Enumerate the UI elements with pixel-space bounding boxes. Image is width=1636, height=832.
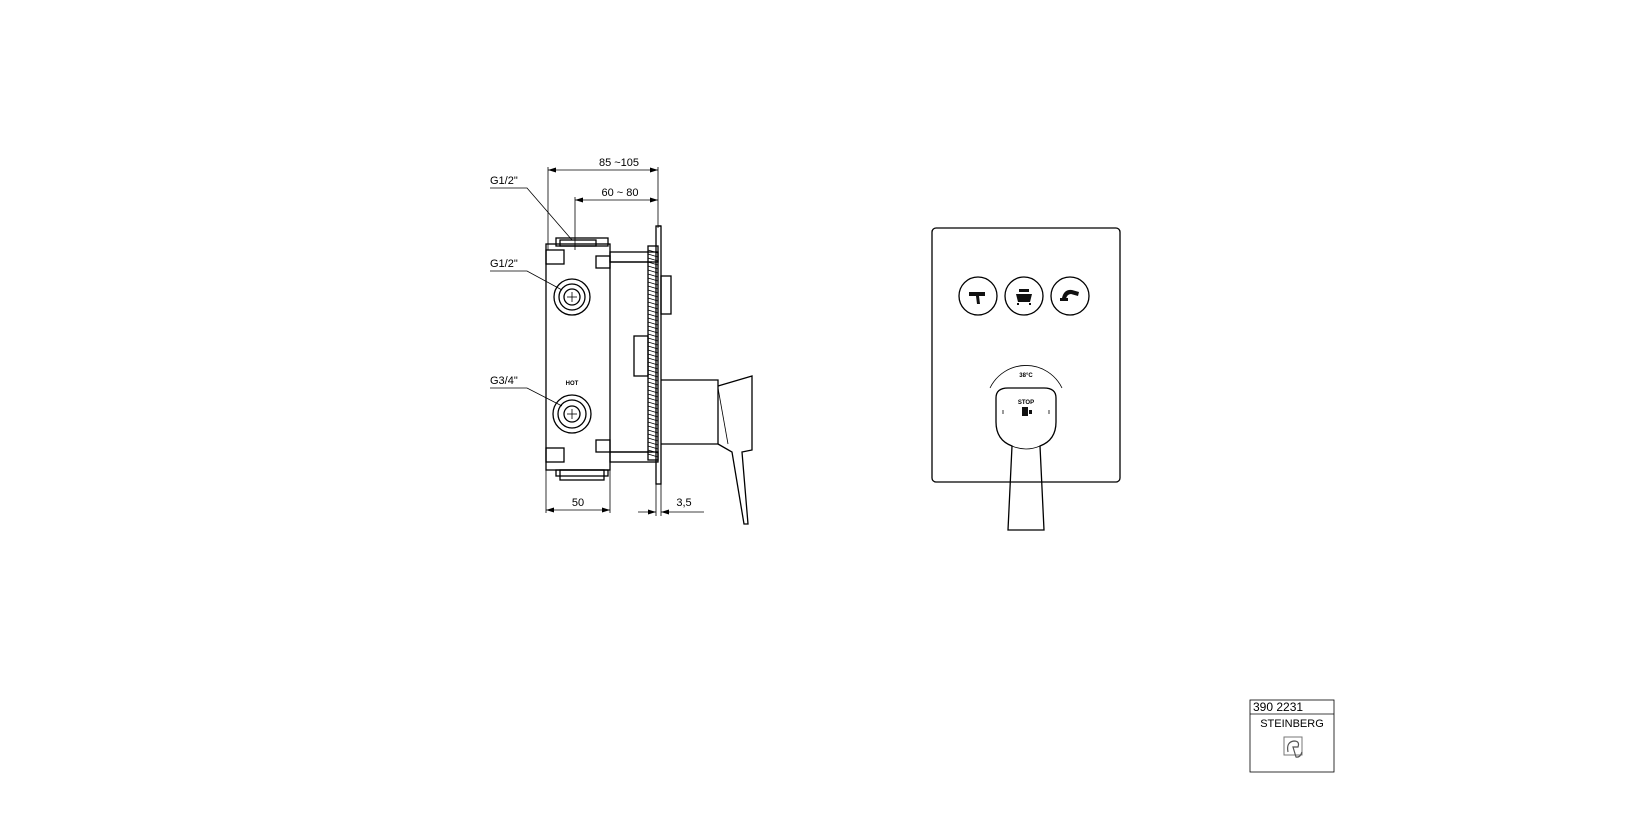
spout-icon: [969, 292, 985, 304]
dim-plate-thickness-label: 3,5: [676, 497, 691, 509]
dim-body-width-label: 50: [572, 497, 584, 509]
label-side-outlet: G1/2": [490, 258, 563, 291]
temperature-marking: 38°C: [1019, 373, 1033, 379]
front-view: 38°C STOP: [931, 227, 1121, 531]
label-top-outlet: G1/2": [490, 175, 573, 241]
bath-icon: [1016, 289, 1032, 305]
title-block: 390 2231 STEINBERG: [1249, 699, 1335, 773]
dim-install-depth-label: 60 ~ 80: [601, 187, 638, 199]
dimension-install-depth: 60 ~ 80: [574, 187, 658, 250]
lever-side-profile: [661, 375, 753, 525]
inlet-label: G3/4": [490, 375, 518, 387]
brand-name: STEINBERG: [1260, 718, 1324, 730]
button-spout[interactable]: [958, 276, 998, 316]
dimension-overall-depth: 85 ~105: [547, 157, 659, 250]
lever-label: STOP: [1018, 400, 1034, 406]
brand-logo-icon: [1283, 736, 1303, 758]
dim-overall-depth-label: 85 ~105: [599, 157, 639, 169]
side-view: 85 ~105 60 ~ 80: [490, 157, 753, 525]
hot-marking: HOT: [566, 381, 579, 387]
cover-plate-side: [655, 225, 672, 485]
inlet-fitting: HOT: [552, 381, 592, 434]
mixer-lever[interactable]: STOP: [995, 387, 1057, 531]
button-handshower[interactable]: [1050, 276, 1090, 316]
top-outlet-label: G1/2": [490, 175, 518, 187]
part-number: 390 2231: [1253, 700, 1303, 714]
button-bath[interactable]: [1004, 276, 1044, 316]
dimension-plate-thickness: 3,5: [638, 484, 704, 516]
cartridge-housing: [633, 335, 649, 377]
label-inlet: G3/4": [490, 375, 563, 407]
handshower-icon: [1060, 289, 1079, 301]
side-outlet-label: G1/2": [490, 258, 518, 270]
side-outlet-fitting: [553, 278, 591, 316]
dimension-body-width: 50: [545, 470, 611, 513]
valve-body: [545, 237, 659, 481]
cover-plate-front: [931, 227, 1121, 483]
temperature-arc: 38°C: [989, 365, 1063, 389]
top-outlet-connection: [559, 239, 597, 247]
